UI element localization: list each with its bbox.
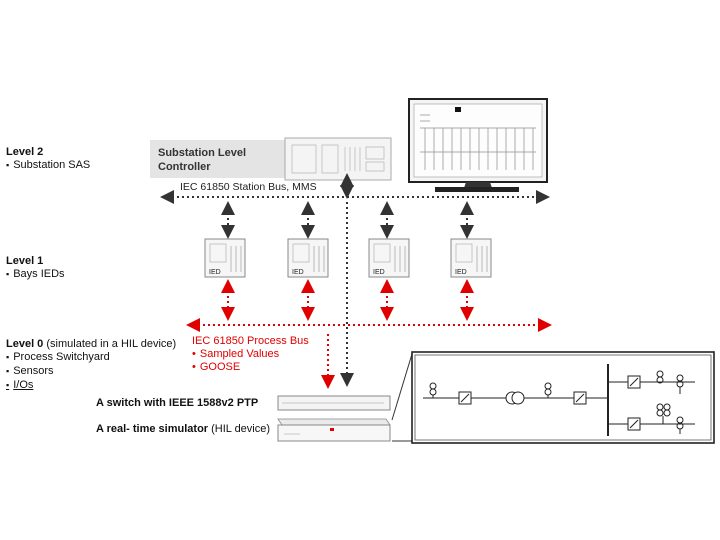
ied-label: IED: [455, 269, 467, 276]
level1-item: Bays IEDs: [6, 267, 64, 281]
switchyard-diagram: [411, 351, 715, 444]
process-bus-label-block: IEC 61850 Process Bus Sampled Values GOO…: [192, 335, 309, 374]
level2-block: Level 2 Substation SAS: [6, 146, 90, 172]
detail-connectors: [391, 353, 413, 442]
ied-device: IED: [204, 238, 246, 278]
level1-block: Level 1 Bays IEDs: [6, 255, 65, 281]
level1-title: Level 1: [6, 255, 44, 267]
level0-item: Process Switchyard: [6, 350, 176, 364]
controller-label-line1: Substation Level: [158, 147, 247, 159]
station-bus-label: IEC 61850 Station Bus, MMS: [180, 181, 317, 193]
ied-label: IED: [292, 269, 304, 276]
ied-device: IED: [287, 238, 329, 278]
controller-label: Substation Level Controller: [158, 146, 246, 174]
ptp-switch: [277, 395, 391, 411]
level0-title: Level 0: [6, 338, 44, 350]
station-bus: [160, 173, 550, 387]
simulator-note: (HIL device): [211, 423, 271, 435]
switch-label: A switch with IEEE 1588v2 PTP: [96, 397, 259, 409]
level0-item: Sensors: [6, 364, 176, 378]
hil-simulator: [277, 418, 391, 442]
controller-label-line2: Controller: [158, 161, 211, 173]
ied-label: IED: [209, 269, 221, 276]
ied-devices: IED IED IED IED: [204, 238, 492, 278]
ied-device: IED: [368, 238, 410, 278]
level0-block: Level 0 (simulated in a HIL device) Proc…: [6, 338, 176, 392]
level0-note: (simulated in a HIL device): [46, 338, 177, 350]
level0-heading: Level 0 (simulated in a HIL device): [6, 338, 176, 350]
simulator-label-block: A real- time simulator (HIL device): [96, 423, 270, 435]
process-bus-label: IEC 61850 Process Bus: [192, 335, 309, 347]
controller-panel: [150, 137, 392, 181]
process-bus-item: Sampled Values: [192, 348, 309, 361]
ied-label: IED: [373, 269, 385, 276]
simulator-label: A real- time simulator: [96, 423, 209, 435]
process-bus: [186, 279, 552, 389]
level2-item: Substation SAS: [6, 158, 90, 172]
hmi-monitor: [408, 98, 548, 192]
level0-item: I/Os: [6, 378, 176, 392]
process-bus-item: GOOSE: [192, 361, 309, 374]
level2-title: Level 2: [6, 146, 44, 158]
ied-device: IED: [450, 238, 492, 278]
